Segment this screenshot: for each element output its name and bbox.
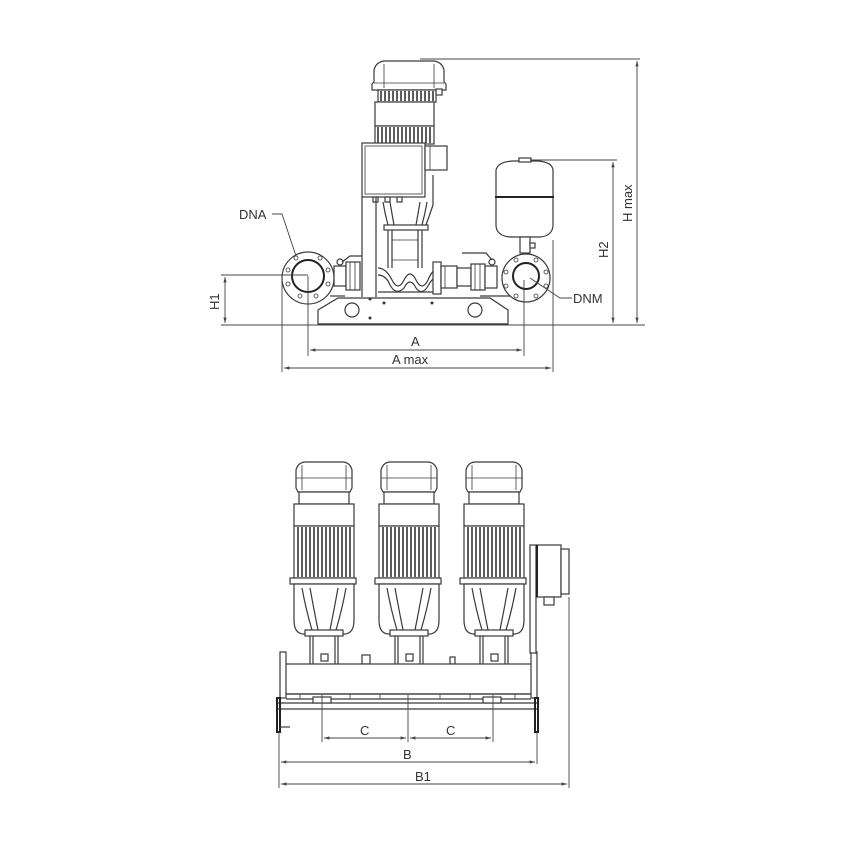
discharge-valves (440, 252, 498, 291)
side-dimensions (221, 58, 645, 372)
label-a: A (411, 334, 420, 349)
suction-valve (333, 255, 362, 291)
label-dna: DNA (239, 207, 267, 222)
label-a-max: A max (392, 352, 429, 367)
control-panel (529, 544, 570, 654)
side-view: DNA DNM H1 H2 H max A A max (207, 58, 645, 372)
label-b: B (403, 747, 412, 762)
pump-unit-1 (289, 461, 357, 664)
frame-post (361, 197, 377, 297)
front-view: C C B B1 (276, 461, 570, 788)
label-dnm: DNM (573, 291, 603, 306)
manifold-fitting (361, 654, 371, 665)
manifold-fitting (449, 656, 456, 665)
motor-fins-lower (374, 125, 435, 145)
label-c-left: C (360, 723, 369, 738)
front-dimensions (278, 597, 570, 788)
label-h2: H2 (596, 241, 611, 258)
motor-top-cover (371, 60, 447, 96)
pump-unit-3 (459, 461, 527, 664)
front-base-frame (276, 696, 539, 733)
pressure-vessel (495, 157, 554, 254)
control-box (361, 142, 448, 203)
pump-body (377, 261, 442, 295)
label-h-max: H max (620, 184, 635, 222)
label-b1: B1 (415, 769, 431, 784)
manifold (279, 651, 538, 700)
motor-band (374, 101, 435, 127)
pump-unit-2 (374, 461, 442, 664)
base-frame (317, 295, 510, 325)
pump-lantern (382, 175, 434, 268)
label-c-right: C (446, 723, 455, 738)
discharge-flange (501, 253, 551, 303)
motor-fins-upper (377, 89, 437, 103)
label-h1: H1 (207, 293, 222, 310)
